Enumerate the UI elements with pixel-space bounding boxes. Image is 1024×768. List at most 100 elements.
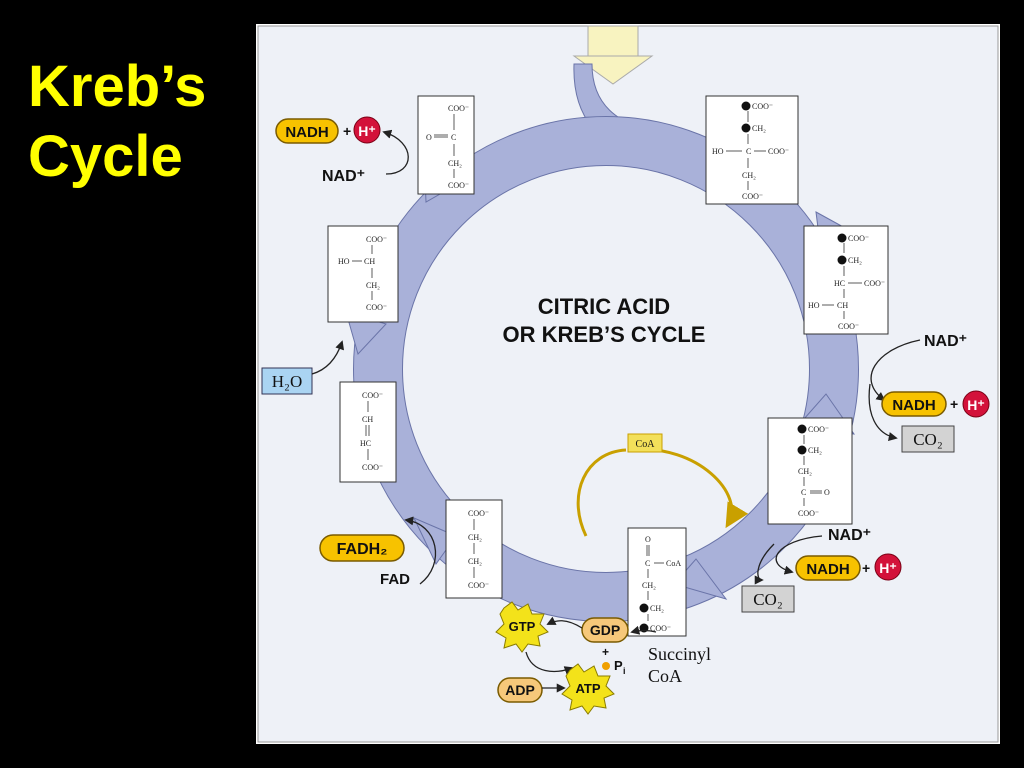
fadh2-left: FADH₂	[319, 534, 405, 562]
pi-dot	[602, 662, 610, 670]
nad-plus-bottom: NAD⁺	[828, 527, 871, 544]
svg-text:CH₂: CH₂	[650, 604, 664, 613]
svg-text:CH₂: CH₂	[468, 557, 482, 566]
svg-text:HC: HC	[834, 279, 845, 288]
isocitrate-box: COO⁻ CH₂ HC COO⁻ HO CH COO⁻	[803, 225, 889, 335]
svg-text:COO⁻: COO⁻	[838, 322, 859, 331]
cycle-diagram: CITRIC ACID OR KREB’S CYCLE CoA COO⁻ C O…	[257, 25, 999, 743]
svg-text:O: O	[645, 535, 651, 544]
svg-text:C: C	[746, 147, 751, 156]
svg-text:COO⁻: COO⁻	[468, 509, 489, 518]
center-title-line-1: CITRIC ACID	[538, 294, 670, 319]
svg-text:COO⁻: COO⁻	[468, 581, 489, 590]
fad-arrow	[404, 516, 437, 585]
svg-text:CH: CH	[364, 257, 375, 266]
nadh-bottom: NADH	[795, 555, 861, 581]
svg-text:COO⁻: COO⁻	[768, 147, 789, 156]
svg-text:H⁺: H⁺	[358, 123, 376, 139]
pi-label: P	[614, 658, 623, 673]
oxaloacetate-box: COO⁻ C O CH₂ COO⁻	[417, 95, 475, 195]
gdp-to-gtp-arrow	[546, 616, 583, 629]
svg-text:NADH: NADH	[806, 561, 849, 578]
svg-text:COO⁻: COO⁻	[362, 463, 383, 472]
svg-text:O: O	[426, 133, 432, 142]
svg-text:HC: HC	[360, 439, 371, 448]
svg-text:CO₂: CO₂	[753, 590, 783, 609]
nad-plus-right: NAD⁺	[924, 333, 967, 350]
slide-title: Kreb’s Cycle	[28, 52, 248, 192]
h-plus-top-left: H⁺	[353, 116, 381, 144]
alpha-ketoglutarate-box: COO⁻ CH₂ CH₂ C O COO⁻	[767, 417, 853, 525]
svg-text:COO⁻: COO⁻	[366, 303, 387, 312]
succinyl-to-gdp-arrow	[630, 625, 657, 635]
kreb-cycle-figure: CITRIC ACID OR KREB’S CYCLE CoA COO⁻ C O…	[256, 24, 1000, 744]
entry-arrow-stem	[587, 25, 639, 57]
svg-text:COO⁻: COO⁻	[742, 192, 763, 201]
svg-text:COO⁻: COO⁻	[362, 391, 383, 400]
h2o-left: H₂O	[261, 367, 313, 395]
malate-box: COO⁻ HO CH CH₂ COO⁻	[327, 225, 399, 323]
svg-text:H⁺: H⁺	[879, 560, 897, 576]
nad-arrow-right	[870, 339, 921, 402]
succinyl-label-line-2: CoA	[648, 666, 682, 686]
title-line-2: Cycle	[28, 124, 183, 189]
gdp-badge: GDP	[581, 617, 629, 643]
svg-text:C: C	[801, 488, 806, 497]
cycle-ring	[354, 117, 858, 621]
svg-text:CH₂: CH₂	[798, 467, 812, 476]
svg-text:CO₂: CO₂	[913, 430, 943, 449]
co2-right: CO₂	[901, 425, 955, 453]
svg-text:NADH: NADH	[892, 397, 935, 414]
nadh-right: NADH	[881, 391, 947, 417]
svg-text:COO⁻: COO⁻	[448, 104, 469, 113]
svg-text:H₂O: H₂O	[272, 372, 302, 391]
svg-text:HO: HO	[808, 301, 820, 310]
svg-text:COO⁻: COO⁻	[864, 279, 885, 288]
nad-arrow-top-left	[382, 129, 409, 175]
coa-tag	[627, 433, 663, 453]
svg-text:CH₂: CH₂	[808, 446, 822, 455]
svg-text:C: C	[451, 133, 456, 142]
svg-text:CoA: CoA	[666, 559, 681, 568]
h2o-arrow	[311, 340, 345, 375]
succinyl-coa-box: O C CoA CH₂ CH₂ COO⁻	[627, 527, 687, 637]
svg-text:COO⁻: COO⁻	[808, 425, 829, 434]
svg-text:CH₂: CH₂	[468, 533, 482, 542]
svg-text:HO: HO	[712, 147, 724, 156]
h-plus-bottom: H⁺	[874, 553, 902, 581]
svg-text:NADH: NADH	[285, 124, 328, 141]
succinate-box: COO⁻ CH₂ CH₂ COO⁻	[445, 499, 503, 599]
fad-left: FAD	[380, 571, 410, 588]
svg-text:CH: CH	[837, 301, 848, 310]
co2-arrow-bottom	[754, 543, 775, 585]
fumarate-box: COO⁻ CH HC COO⁻	[339, 381, 397, 483]
co2-arrow-right	[868, 383, 898, 442]
center-title-line-2: OR KREB’S CYCLE	[503, 322, 706, 347]
svg-text:C: C	[645, 559, 650, 568]
svg-text:HO: HO	[338, 257, 350, 266]
h-plus-right: H⁺	[962, 390, 990, 418]
title-line-1: Kreb’s	[28, 54, 207, 119]
coa-label: CoA	[636, 439, 656, 450]
svg-text:O: O	[824, 488, 830, 497]
succinyl-label-line-1: Succinyl	[648, 644, 711, 664]
atp-badge: ATP	[561, 663, 615, 715]
svg-text:CH₂: CH₂	[752, 124, 766, 133]
svg-text:GDP: GDP	[590, 622, 620, 638]
svg-text:COO⁻: COO⁻	[848, 234, 869, 243]
svg-text:ATP: ATP	[575, 681, 600, 696]
nad-plus-top-left: NAD⁺	[322, 168, 365, 185]
gtp-badge: GTP	[495, 601, 549, 653]
entry-arrow-head	[572, 55, 654, 85]
svg-text:CH₂: CH₂	[742, 171, 756, 180]
svg-text:CH₂: CH₂	[642, 581, 656, 590]
svg-text:CH₂: CH₂	[366, 281, 380, 290]
svg-text:COO⁻: COO⁻	[448, 181, 469, 190]
plus-right: +	[950, 396, 958, 412]
svg-text:CH₂: CH₂	[448, 159, 462, 168]
pi-subscript: i	[623, 666, 626, 676]
nad-arrow-bottom	[775, 535, 823, 575]
plus-bottom: +	[862, 560, 870, 576]
plus-pi: +	[602, 645, 609, 659]
svg-text:H⁺: H⁺	[967, 397, 985, 413]
